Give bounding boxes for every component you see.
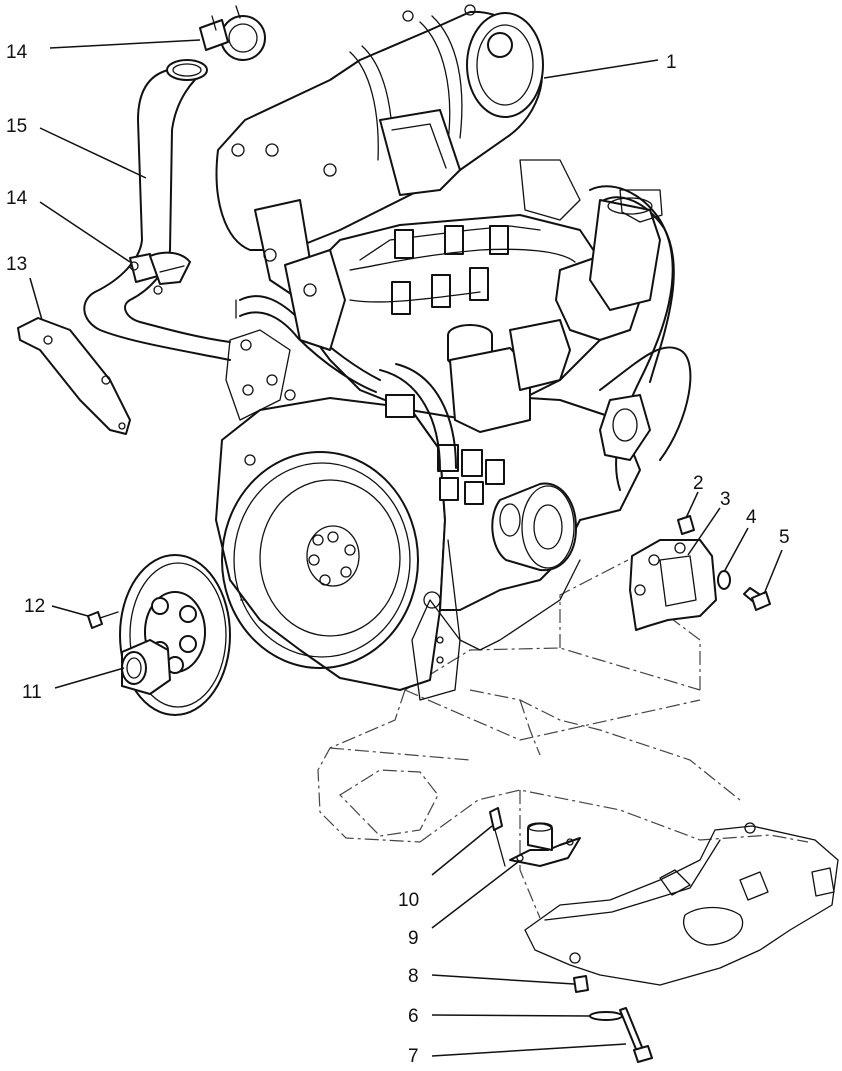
nut-8	[573, 975, 589, 993]
washer-6	[589, 1011, 623, 1021]
callout-2: 2	[693, 473, 704, 494]
callout-6: 6	[408, 1006, 419, 1027]
callout-3: 3	[720, 489, 731, 510]
bolt-10	[489, 807, 506, 867]
callout-9: 9	[408, 928, 419, 949]
callout-5: 5	[779, 527, 790, 548]
callout-11: 11	[22, 682, 42, 703]
bolt-12	[87, 611, 119, 629]
callout-8: 8	[408, 966, 419, 987]
nut-2	[677, 515, 695, 535]
callouts: 1 2 3 4 5 6 7 8 9 10 11 12 13 14 14 15	[6, 42, 790, 1067]
washer-4	[717, 570, 731, 590]
callout-12: 12	[24, 596, 45, 617]
leader-lines	[29, 39, 783, 1057]
callout-13: 13	[6, 254, 27, 275]
exhaust-pipe	[83, 59, 231, 361]
callout-14-lower: 14	[6, 188, 28, 209]
clamp-upper	[199, 5, 266, 61]
bolt-5	[743, 587, 771, 611]
bracket-13	[17, 317, 131, 435]
isolator-mount	[509, 822, 581, 867]
callout-7: 7	[408, 1046, 419, 1067]
callout-4: 4	[746, 507, 757, 528]
clamp-lower	[129, 251, 191, 295]
mount-plate	[524, 822, 839, 986]
callout-10: 10	[398, 890, 419, 911]
bolt-7	[619, 1007, 653, 1063]
engine-mount-bracket	[629, 539, 717, 631]
callout-14-upper: 14	[6, 42, 28, 63]
engine-assembly	[215, 4, 692, 701]
coupling-disc	[119, 554, 231, 716]
callout-15: 15	[6, 116, 27, 137]
callout-1: 1	[666, 52, 677, 73]
